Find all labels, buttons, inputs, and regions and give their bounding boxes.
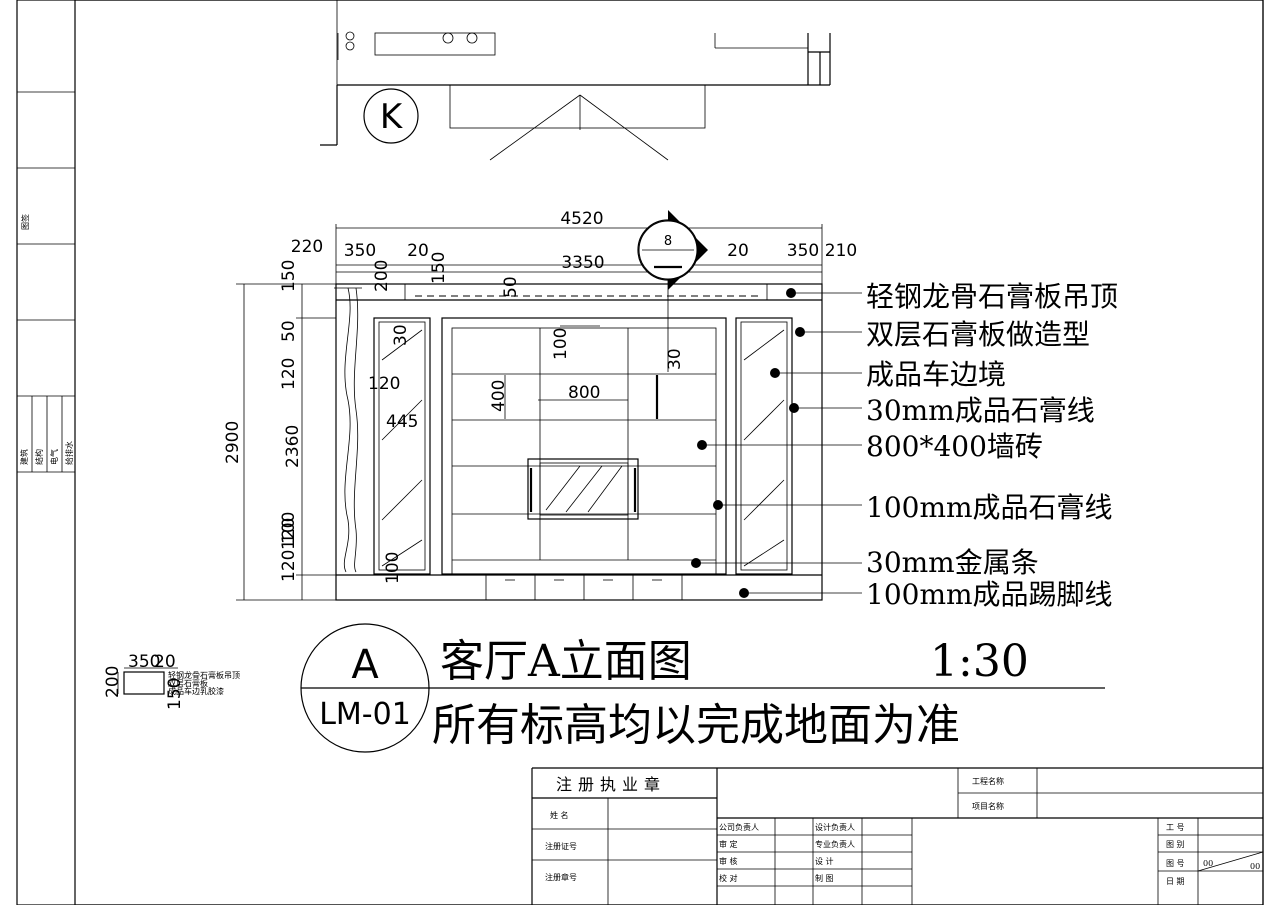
stamp-row-name: 姓 名 [550, 810, 569, 820]
room-letter: K [380, 97, 404, 137]
sign-design: 设 计 [815, 856, 834, 866]
dim-left-50: 50 [279, 320, 299, 342]
stamp-table-header: 注册执业章 [556, 775, 666, 794]
dim-left-150: 150 [279, 260, 299, 292]
left-strip-label-architecture: 建筑 [19, 449, 29, 465]
dim-total-width: 4520 [560, 209, 603, 229]
sign-review: 审 核 [719, 856, 738, 866]
dim-left-120-mid: 120 [279, 518, 299, 550]
left-strip-label-electrical: 电气 [49, 449, 59, 465]
detail-dim-150: 150 [165, 678, 185, 710]
annotation-100mm-molding: 100mm成品石膏线 [866, 491, 1113, 524]
stamp-row-seal: 注册章号 [545, 872, 577, 882]
detail-note-3: 成品车边乳胶漆 [168, 686, 224, 696]
dim-inner-100-top: 100 [551, 328, 571, 360]
dim-350-left: 350 [344, 241, 376, 261]
detail-dim-20: 20 [154, 652, 176, 672]
dim-150-vertical: 150 [429, 252, 449, 284]
dim-inner-30-left: 30 [391, 324, 411, 346]
dim-inner-445: 445 [386, 412, 418, 432]
sign-discipline-head: 专业负责人 [815, 839, 855, 849]
dim-20-right: 20 [727, 241, 749, 261]
info-sheet-no: 图 号 [1166, 859, 1185, 868]
sign-check: 校 对 [719, 873, 738, 883]
dim-total-height: 2900 [223, 421, 243, 464]
drawing-title-text: 客厅A立面图 [440, 636, 692, 687]
sign-approve: 审 定 [719, 839, 738, 849]
sign-design-head: 设计负责人 [815, 822, 855, 832]
sheet-no-value-1: 00 [1203, 859, 1213, 868]
annotation-wall-tile: 800*400墙砖 [866, 430, 1043, 463]
dim-left-2360: 2360 [283, 425, 303, 468]
left-strip-top-label: 图签 [20, 214, 30, 230]
dim-inner-400: 400 [489, 380, 509, 412]
title-block-tables: 注册执业章 姓 名 注册证号 注册章号 公司负责人 设计负责人 审 定 专业负责… [531, 767, 1264, 905]
inner-dimensions: 30 120 445 100 30 400 800 100 [368, 324, 685, 584]
annotation-gypsum-board: 双层石膏板做造型 [866, 318, 1090, 351]
dim-50-vertical: 50 [501, 276, 521, 298]
section-number: 8 [664, 234, 672, 249]
info-date: 日 期 [1166, 877, 1185, 886]
item-name-label: 项目名称 [972, 801, 1004, 811]
plan-fragment: K [320, 0, 831, 161]
drawing-title: A LM-01 客厅A立面图 1:30 所有标高均以完成地面为准 [300, 623, 1105, 753]
left-strip-label-plumbing: 给排水 [64, 441, 74, 465]
dim-210: 210 [825, 241, 857, 261]
dim-left-120-bottom: 120 [279, 550, 299, 582]
dim-3350: 3350 [561, 253, 604, 273]
info-category: 图 别 [1166, 840, 1185, 849]
detail-dim-200: 200 [103, 666, 123, 698]
detail-dim-350: 350 [128, 652, 160, 672]
drawing-subtitle: 所有标高均以完成地面为准 [432, 700, 960, 751]
project-name-label: 工程名称 [972, 776, 1004, 786]
dim-220: 220 [291, 237, 323, 257]
room-marker [363, 88, 419, 144]
dim-200-vertical: 200 [372, 260, 392, 292]
small-detail: 350 20 200 150 轻钢龙骨石膏板吊顶 双层石膏板 成品车边乳胶漆 [103, 652, 240, 710]
dim-350-right: 350 [787, 241, 819, 261]
dim-inner-120: 120 [368, 374, 400, 394]
elevation-drawing: 8 [236, 210, 823, 601]
info-job-no: 工 号 [1166, 823, 1185, 832]
sheet-no-value-2: 00 [1250, 862, 1260, 871]
drawing-scale: 1:30 [930, 636, 1029, 687]
annotation-30mm-molding: 30mm成品石膏线 [866, 394, 1095, 427]
dim-left-120-top: 120 [279, 358, 299, 390]
sign-draft: 制 图 [815, 873, 834, 883]
annotation-metal-strip: 30mm金属条 [866, 546, 1039, 579]
sheet-code: LM-01 [319, 697, 411, 732]
sign-company-head: 公司负责人 [719, 822, 759, 832]
dim-inner-30-right: 30 [665, 348, 685, 370]
annotation-ceiling: 轻钢龙骨石膏板吊顶 [866, 280, 1118, 313]
left-dimensions: 150 50 120 2900 2360 120 100 120 [223, 260, 303, 582]
annotation-skirting: 100mm成品踢脚线 [866, 578, 1113, 611]
dim-inner-800: 800 [568, 383, 600, 403]
sheet-border [16, 0, 1264, 905]
left-strip-label-structure: 结构 [34, 449, 44, 465]
top-dimensions: 4520 220 350 20 3350 20 350 210 200 150 … [291, 209, 857, 298]
annotation-mirror: 成品车边境 [866, 358, 1006, 391]
dim-20-left: 20 [407, 241, 429, 261]
annotations: 轻钢龙骨石膏板吊顶 双层石膏板做造型 成品车边境 30mm成品石膏线 800*4… [691, 280, 1118, 611]
left-strip: 图签 建筑 结构 电气 给排水 [19, 214, 74, 465]
dim-inner-100-bottom: 100 [383, 552, 403, 584]
title-symbol-letter: A [351, 642, 379, 688]
stamp-row-cert: 注册证号 [545, 841, 577, 851]
detail-note-1: 轻钢龙骨石膏板吊顶 [168, 670, 240, 680]
detail-note-2: 双层石膏板 [168, 678, 208, 688]
dim-left-100: 100 [279, 512, 299, 544]
